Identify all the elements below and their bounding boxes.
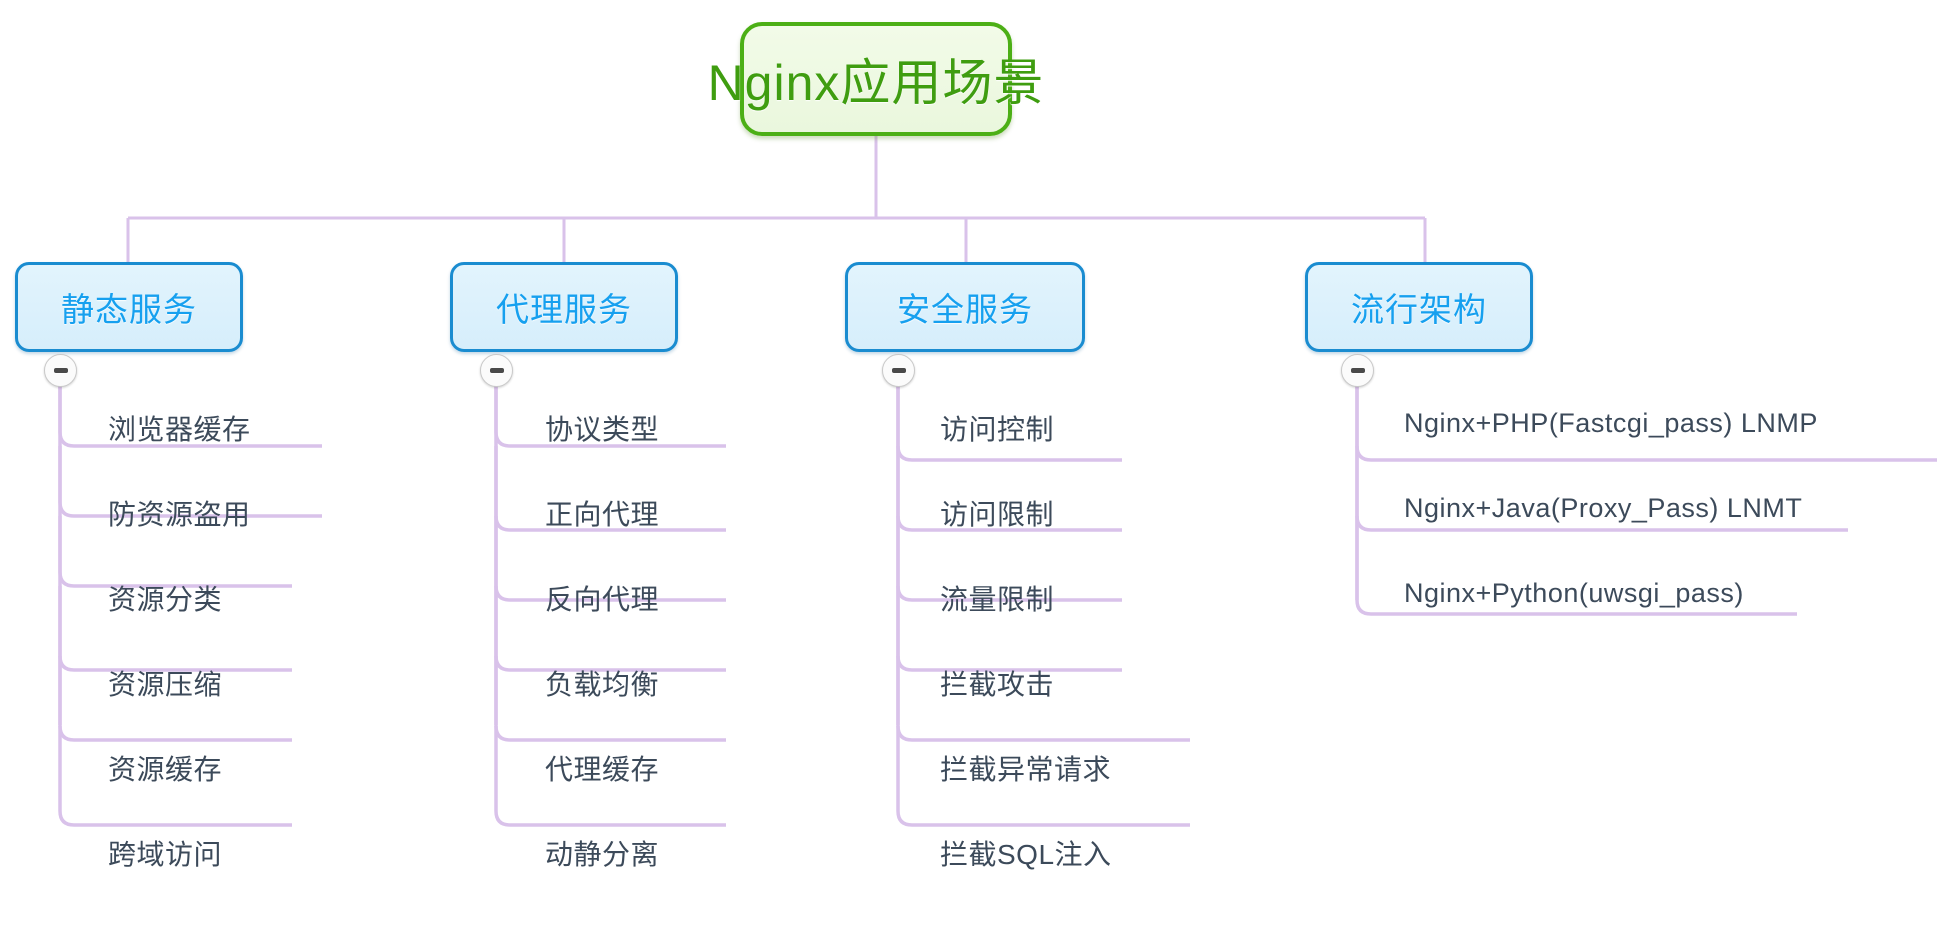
leaf-item[interactable]: 拦截攻击 xyxy=(940,669,1055,700)
leaf-item[interactable]: 资源分类 xyxy=(108,584,223,615)
leaf-item[interactable]: 访问限制 xyxy=(940,499,1055,530)
branch-node-label: 代理服务 xyxy=(496,291,632,328)
branch-node-label: 安全服务 xyxy=(897,291,1033,328)
leaf-item[interactable]: 负载均衡 xyxy=(545,669,660,700)
root-node[interactable]: Nginx应用场景 xyxy=(708,22,1043,136)
minus-icon xyxy=(489,368,504,373)
leaf-item[interactable]: 资源缓存 xyxy=(108,754,223,785)
minus-icon xyxy=(53,368,68,373)
leaf-item[interactable]: Nginx+Java(Proxy_Pass) LNMT xyxy=(1404,493,1803,523)
minus-icon xyxy=(1350,368,1365,373)
leaf-item[interactable]: 代理缓存 xyxy=(545,754,660,785)
branch-node-label: 静态服务 xyxy=(61,291,197,328)
leaf-item[interactable]: 防资源盗用 xyxy=(108,499,251,530)
leaf-item[interactable]: 浏览器缓存 xyxy=(108,414,251,445)
collapse-button-popular-architecture[interactable] xyxy=(1341,354,1374,387)
leaf-item[interactable]: Nginx+PHP(Fastcgi_pass) LNMP xyxy=(1404,408,1818,438)
leaf-item[interactable]: 拦截异常请求 xyxy=(940,754,1112,785)
branch-node-popular-architecture[interactable]: 流行架构 xyxy=(1305,262,1533,352)
collapse-button-proxy-service[interactable] xyxy=(480,354,513,387)
leaf-item[interactable]: 动静分离 xyxy=(545,839,660,870)
leaf-item[interactable]: 跨域访问 xyxy=(108,839,223,870)
branch-node-proxy-service[interactable]: 代理服务 xyxy=(450,262,678,352)
branch-node-static-service[interactable]: 静态服务 xyxy=(15,262,243,352)
branch-node-label: 流行架构 xyxy=(1351,291,1487,328)
leaf-item[interactable]: 拦截SQL注入 xyxy=(940,839,1112,870)
collapse-button-static-service[interactable] xyxy=(44,354,77,387)
leaf-item[interactable]: 资源压缩 xyxy=(108,669,223,700)
collapse-button-security-service[interactable] xyxy=(882,354,915,387)
leaf-item[interactable]: 流量限制 xyxy=(940,584,1055,615)
minus-icon xyxy=(891,368,906,373)
leaf-item[interactable]: 正向代理 xyxy=(545,499,660,530)
leaf-item[interactable]: Nginx+Python(uwsgi_pass) xyxy=(1404,578,1744,608)
branch-node-security-service[interactable]: 安全服务 xyxy=(845,262,1085,352)
leaf-item[interactable]: 协议类型 xyxy=(545,414,660,445)
leaf-item[interactable]: 反向代理 xyxy=(545,584,660,615)
leaf-item[interactable]: 访问控制 xyxy=(940,414,1055,445)
root-node-label: Nginx应用场景 xyxy=(707,55,1045,111)
